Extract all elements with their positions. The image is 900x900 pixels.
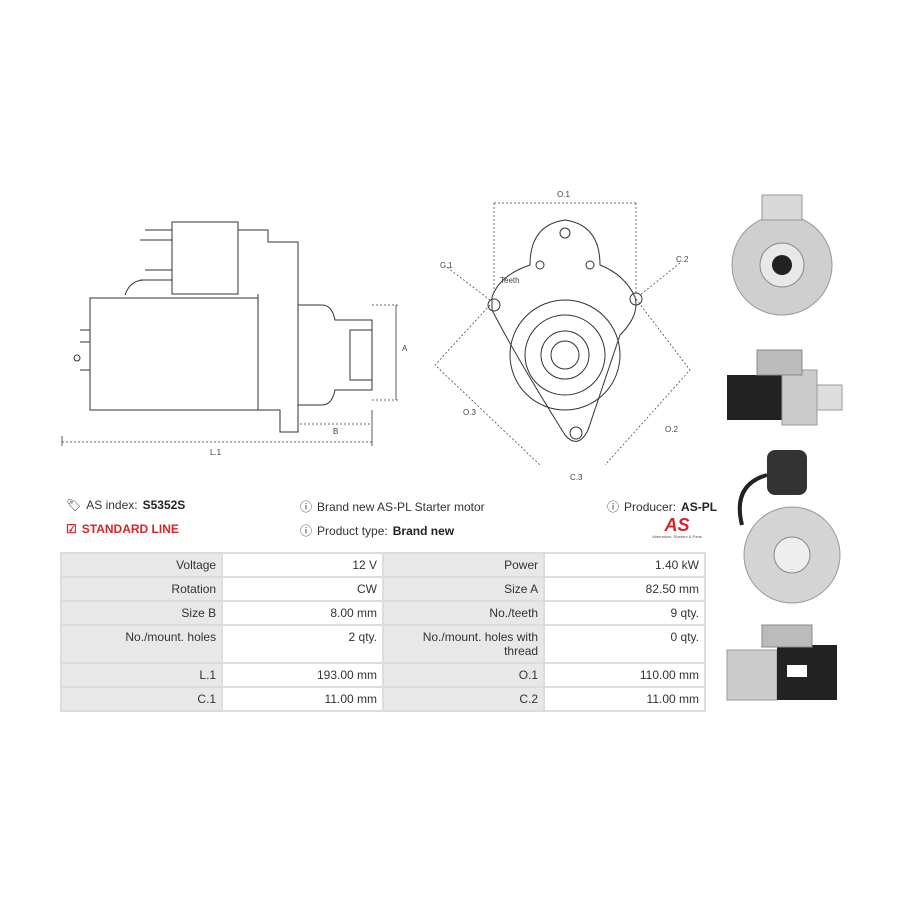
producer: ⓘ Producer: AS-PL	[607, 498, 717, 515]
dimension-o2-label: O.2	[665, 425, 678, 434]
as-index-label: AS index:	[86, 498, 138, 512]
spec-label: O.1	[381, 662, 546, 688]
description: ⓘ Brand new AS-PL Starter motor	[300, 498, 485, 515]
as-pl-logo: AS Alternators, Starters & Parts	[652, 515, 702, 539]
dimension-c1-label: C.1	[440, 261, 453, 270]
spec-label: No./mount. holes	[59, 624, 224, 664]
producer-value: AS-PL	[681, 499, 718, 514]
spec-value: 11.00 mm	[543, 686, 706, 712]
info-icon: ⓘ	[300, 500, 313, 514]
spec-label: C.1	[59, 686, 224, 712]
dimension-c2-label: C.2	[676, 255, 689, 264]
spec-label: No./teeth	[381, 600, 546, 626]
product-photo-angle[interactable]	[722, 620, 852, 715]
standard-line-label: STANDARD LINE	[81, 522, 179, 536]
product-type-value: Brand new	[392, 523, 455, 538]
dimension-l1-label: L.1	[210, 448, 222, 457]
check-square-icon: ☑	[66, 522, 77, 536]
product-type-label: Product type:	[317, 523, 388, 538]
standard-line-badge: ☑ STANDARD LINE	[66, 522, 179, 536]
as-index: 🏷 AS index: S5352S	[66, 498, 185, 512]
dimension-a-label: A	[402, 344, 408, 353]
teeth-label: Teeth	[500, 276, 520, 285]
spec-value: 82.50 mm	[543, 576, 706, 602]
spec-value: 0 qty.	[543, 624, 706, 664]
producer-label: Producer:	[624, 499, 677, 514]
front-view-diagram: O.1 O.2 O.3 C.1 C.2 C.3 Teeth	[434, 190, 691, 482]
product-photo-front[interactable]	[722, 190, 852, 340]
product-photo-rear[interactable]	[722, 445, 852, 615]
info-icon: ⓘ	[607, 500, 620, 514]
tags-icon: 🏷	[66, 498, 82, 512]
spec-value: 1.40 kW	[543, 552, 706, 578]
spec-value: 193.00 mm	[221, 662, 384, 688]
spec-label: Voltage	[59, 552, 224, 578]
spec-value: CW	[221, 576, 384, 602]
spec-label: C.2	[381, 686, 546, 712]
spec-label: No./mount. holes with thread	[381, 624, 546, 664]
info-icon: ⓘ	[300, 524, 313, 538]
dimension-o3-label: O.3	[463, 408, 476, 417]
spec-label: L.1	[59, 662, 224, 688]
dimension-o1-label: O.1	[557, 190, 570, 199]
description-text: Brand new AS-PL Starter motor	[317, 499, 485, 514]
side-view-diagram: A B L.1	[61, 221, 408, 457]
spec-value: 2 qty.	[221, 624, 384, 664]
product-type: ⓘ Product type: Brand new	[300, 522, 454, 539]
spec-label: Rotation	[59, 576, 224, 602]
dimension-b-label: B	[333, 427, 338, 436]
spec-label: Size B	[59, 600, 224, 626]
spec-value: 110.00 mm	[543, 662, 706, 688]
spec-label: Power	[381, 552, 546, 578]
spec-label: Size A	[381, 576, 546, 602]
as-index-value: S5352S	[142, 498, 186, 512]
spec-value: 12 V	[221, 552, 384, 578]
spec-value: 11.00 mm	[221, 686, 384, 712]
dimension-c3-label: C.3	[570, 473, 583, 482]
product-photo-side[interactable]	[722, 345, 852, 440]
spec-value: 8.00 mm	[221, 600, 384, 626]
spec-value: 9 qty.	[543, 600, 706, 626]
